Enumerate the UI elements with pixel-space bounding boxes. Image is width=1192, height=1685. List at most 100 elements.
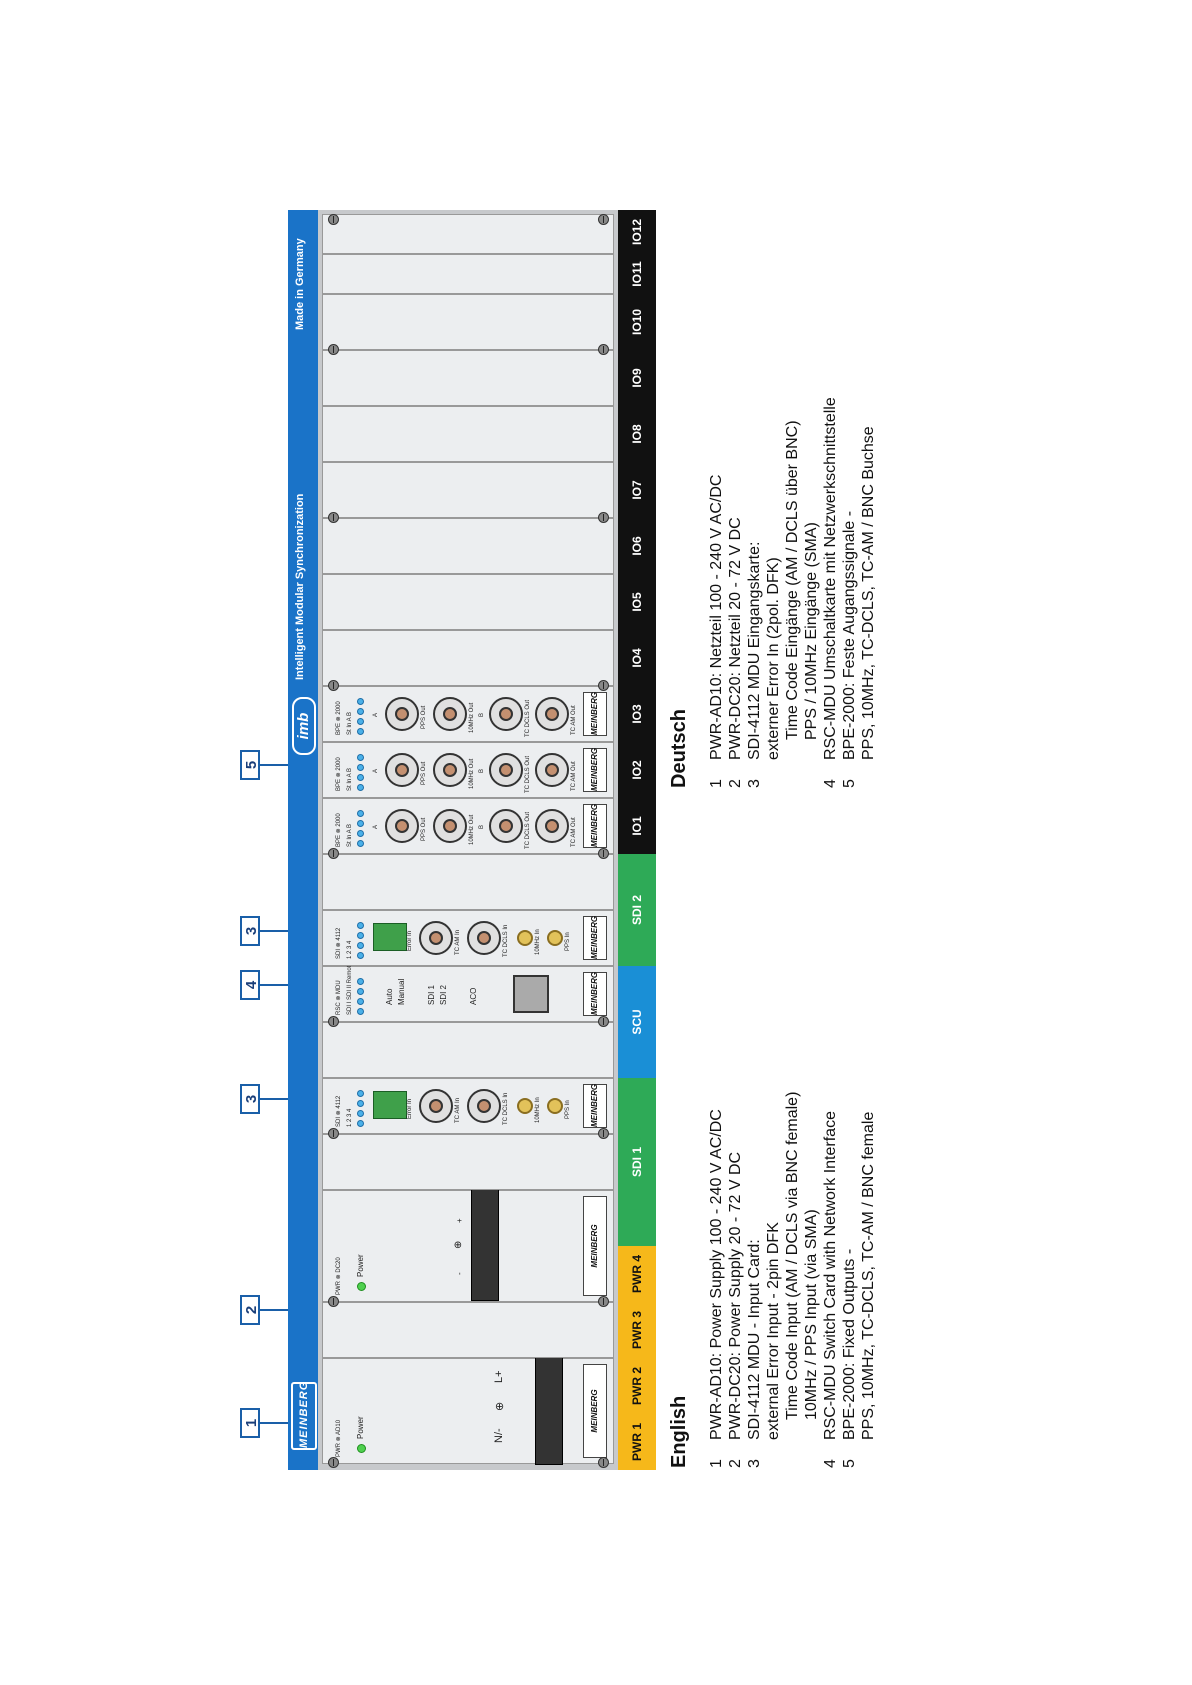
label-io8: IO8 [630, 424, 644, 444]
led-b [357, 698, 364, 705]
10mhz-in-label: 10MHz In [535, 929, 541, 955]
callout-3a: 3 [240, 1084, 260, 1114]
power-led [357, 1282, 366, 1291]
legend-text: SDI-4112 MDU - Input Card: [746, 1239, 763, 1440]
screw [598, 680, 609, 691]
tc-dcls-out-label: TC DCLS Out [525, 811, 531, 849]
group-b-label: B [479, 712, 485, 717]
legend-text: PWR-AD10: Power Supply 100 - 240 V AC/DC [708, 1109, 725, 1440]
screw [328, 1128, 339, 1139]
callout-4: 4 [240, 970, 260, 1000]
terminal-block [471, 1189, 499, 1301]
group-a-label: A [373, 712, 379, 717]
label-io11: IO11 [630, 261, 644, 287]
bnc-tc-dcls-out [489, 697, 523, 731]
card-title: SDI ⊗ 4112 [336, 927, 342, 959]
card-title: BPE ⊗ 2000 [336, 757, 342, 791]
label-io1: IO1 [630, 816, 644, 836]
10mhz-out-label: 10MHz Out [469, 758, 475, 789]
led-a [357, 764, 364, 771]
tc-dcls-in-label: TC DCLS In [503, 924, 509, 957]
screw [328, 512, 339, 523]
bnc-tc-dcls-out [489, 753, 523, 787]
slot-io12-blank [322, 214, 614, 254]
card-logo: MEINBERG [583, 1196, 607, 1296]
screw [328, 1457, 339, 1468]
card-title: RSC ⊗ MDU [336, 980, 342, 1015]
error-input-connector [373, 923, 407, 951]
error-input-connector [373, 1091, 407, 1119]
sma-10mhz-in [517, 930, 533, 946]
card-title: BPE ⊗ 2000 [336, 701, 342, 735]
sdi1-label: SDI 1 [427, 984, 436, 1005]
screw [598, 1128, 609, 1139]
led-in [357, 718, 364, 725]
card-logo: MEINBERG [583, 804, 607, 848]
pps-out-label: PPS Out [421, 705, 427, 729]
pps-in-label: PPS In [565, 1100, 571, 1119]
sma-10mhz-in [517, 1098, 533, 1114]
earth-label: ⊕ [453, 1240, 464, 1249]
slot-pwr4-blank [322, 1134, 614, 1190]
screw [328, 214, 339, 225]
led-b [357, 810, 364, 817]
led-labels: St In A B [347, 711, 353, 735]
rotated-diagram: MEINBERG imb Intelligent Modular Synchro… [240, 10, 890, 1470]
card-logo: MEINBERG [583, 1084, 607, 1128]
led-3 [357, 932, 364, 939]
led-init [357, 978, 364, 985]
earth-label: ⊕ [494, 1401, 506, 1411]
error-in-label: Error In [407, 930, 413, 951]
led-st [357, 784, 364, 791]
terminal-block [535, 1355, 563, 1465]
bnc-pps-out [385, 697, 419, 731]
legend-num: 1 [708, 779, 725, 788]
screw [328, 1296, 339, 1307]
bnc-10mhz-out [433, 809, 467, 843]
legend-text: external Error Input - 2pin DFK [765, 1222, 782, 1440]
slot-io11-blank [322, 254, 614, 294]
legend-text: RSC-MDU Umschaltkarte mit Netzwerkschnit… [822, 397, 839, 760]
label-io6: IO6 [630, 536, 644, 556]
legend-text: BPE-2000: Fixed Outputs - [841, 1248, 858, 1440]
card-bpe-2000-2: BPE ⊗ 2000 St In A B A PPS Out 10MHz Out… [322, 742, 614, 798]
label-pwr1: PWR 1 [618, 1414, 656, 1470]
card-title: SDI ⊗ 4112 [336, 1095, 342, 1127]
bnc-tc-dcls-in [467, 1089, 501, 1123]
bnc-10mhz-out [433, 753, 467, 787]
made-in-germany: Made in Germany [294, 238, 306, 330]
slot-pwr2-blank [322, 1302, 614, 1358]
callout-line-3a [260, 1098, 288, 1100]
callout-line-5 [260, 764, 288, 766]
ethernet-port[interactable] [513, 975, 549, 1013]
sma-pps-in [547, 1098, 563, 1114]
bnc-tc-am-out [535, 809, 569, 843]
callout-2: 2 [240, 1295, 260, 1325]
legend-text: 10MHz / PPS Input (via SMA) [803, 1209, 820, 1420]
slot-io8-blank [322, 406, 614, 462]
led-st [357, 728, 364, 735]
tc-am-out-label: TC AM Out [571, 761, 577, 791]
screw [598, 1016, 609, 1027]
tc-am-out-label: TC AM Out [571, 705, 577, 735]
bnc-pps-out [385, 753, 419, 787]
meinberg-logo: MEINBERG [291, 1381, 317, 1450]
group-a-label: A [373, 768, 379, 773]
callout-3b: 3 [240, 916, 260, 946]
card-bpe-2000-1: BPE ⊗ 2000 St In A B A PPS Out 10MHz Out… [322, 798, 614, 854]
tc-dcls-in-label: TC DCLS In [503, 1092, 509, 1125]
10mhz-in-label: 10MHz In [535, 1097, 541, 1123]
legend-text: externer Error In (2pol. DFK) [765, 557, 782, 760]
screw [598, 214, 609, 225]
screw [598, 344, 609, 355]
imb-logo: imb [292, 697, 316, 755]
error-in-label: Error In [407, 1098, 413, 1119]
legend-heading: Deutsch [668, 709, 690, 788]
led-sdi2 [357, 998, 364, 1005]
label-io12: IO12 [630, 219, 644, 246]
label-io9: IO9 [630, 368, 644, 388]
led-4 [357, 922, 364, 929]
legend-num: 5 [841, 1459, 858, 1468]
